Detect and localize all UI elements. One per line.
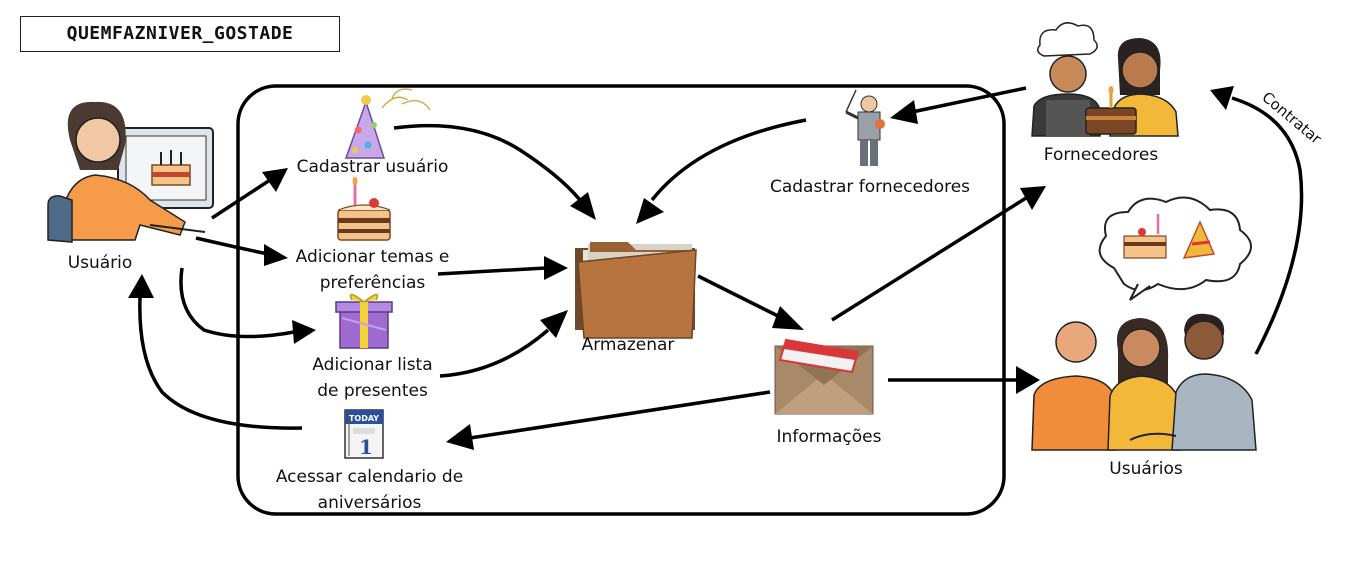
arrow-armazenar-to-informacoes [697, 274, 804, 330]
arrow-usuarios-contratar-fornecedores [1210, 86, 1304, 355]
arrow-informacoes-to-fornecedores [831, 186, 1046, 322]
label-informacoes: Informações [776, 427, 882, 447]
system-boundary [236, 84, 1006, 516]
suppliers-icon [1031, 22, 1179, 137]
users-group-icon [1031, 313, 1257, 451]
diagram-title-box: QUEMFAZNIVER_GOSTADE [20, 16, 340, 52]
arrow-fornecedores-reg-to-armazenar [636, 118, 807, 224]
arrow-temas-to-armazenar [437, 256, 568, 280]
label-cadastrar-fornecedores: Cadastrar fornecedores [769, 177, 971, 197]
label-adicionar-lista-line2: de presentes [317, 381, 428, 401]
user-at-computer-icon [47, 101, 214, 243]
arrow-informacoes-to-calendario [446, 390, 771, 450]
label-usuario: Usuário [67, 253, 133, 273]
arrow-usuario-to-lista [179, 267, 316, 344]
label-adicionar-temas-line2: preferências [319, 273, 426, 293]
calendar-day-text: 1 [359, 435, 373, 459]
folder-icon [575, 242, 697, 339]
party-hat-icon [344, 88, 431, 159]
arrow-usuario-to-temas [195, 236, 288, 266]
gift-box-icon [335, 293, 393, 349]
label-adicionar-lista-line1: Adicionar lista [312, 355, 433, 375]
label-adicionar-temas-line1: Adicionar temas e [295, 247, 450, 267]
label-armazenar: Armazenar [581, 335, 675, 355]
calendar-today-text: TODAY [349, 414, 379, 423]
arrow-lista-to-armazenar [439, 310, 568, 378]
arrow-informacoes-to-usuarios [888, 366, 1040, 394]
label-cadastrar-usuario: Cadastrar usuário [296, 157, 449, 177]
birthday-cake-icon [337, 177, 391, 241]
thought-cloud-icon [1098, 196, 1252, 301]
arrow-fornecedores-to-cadastrar [890, 86, 1027, 124]
label-acessar-calendario-line1: Acessar calendario de [275, 467, 464, 487]
supplier-registration-person-icon [845, 89, 885, 166]
label-usuarios: Usuários [1109, 459, 1183, 479]
calendar-icon [344, 409, 384, 459]
envelope-icon [774, 338, 874, 415]
label-acessar-calendario-line2: aniversários [317, 493, 422, 513]
arrow-calendario-to-usuario [128, 274, 303, 430]
arrow-usuario-to-cadastrar [211, 168, 288, 220]
label-fornecedores: Fornecedores [1043, 145, 1159, 165]
arrow-cadastrar-to-armazenar [393, 123, 596, 220]
diagram-title: QUEMFAZNIVER_GOSTADE [66, 23, 294, 44]
